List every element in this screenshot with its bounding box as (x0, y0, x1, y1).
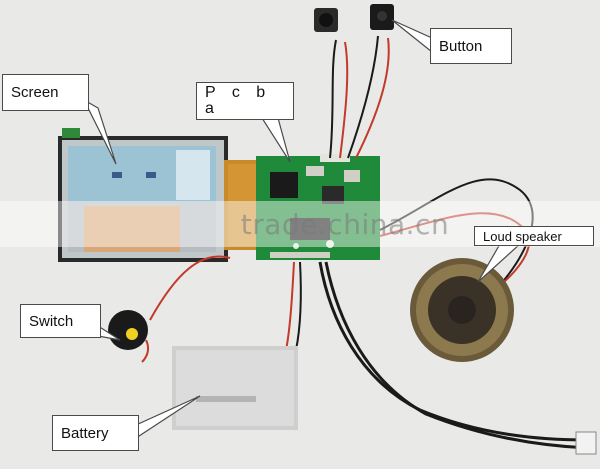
pcba-board (256, 154, 380, 260)
callout-speaker-label: Loud speaker (483, 228, 562, 244)
callout-button-label: Button (439, 37, 483, 55)
battery-pack (172, 346, 298, 430)
loud-speaker (410, 258, 514, 362)
push-buttons (314, 4, 394, 32)
callout-screen: Screen (2, 74, 89, 111)
callout-switch: Switch (20, 304, 101, 338)
watermark-text: trade.china.cn (240, 207, 450, 241)
callout-button: Button (430, 28, 512, 64)
callout-battery-label: Battery (61, 424, 109, 442)
callout-speaker: Loud speaker (474, 226, 594, 246)
lcd-screen-module (58, 128, 228, 262)
callout-pcba-label: P c b a (205, 84, 272, 117)
callout-pcba: P c b a (196, 82, 294, 120)
callout-battery: Battery (52, 415, 139, 451)
callout-switch-label: Switch (29, 312, 74, 330)
callout-screen-label: Screen (11, 84, 59, 101)
